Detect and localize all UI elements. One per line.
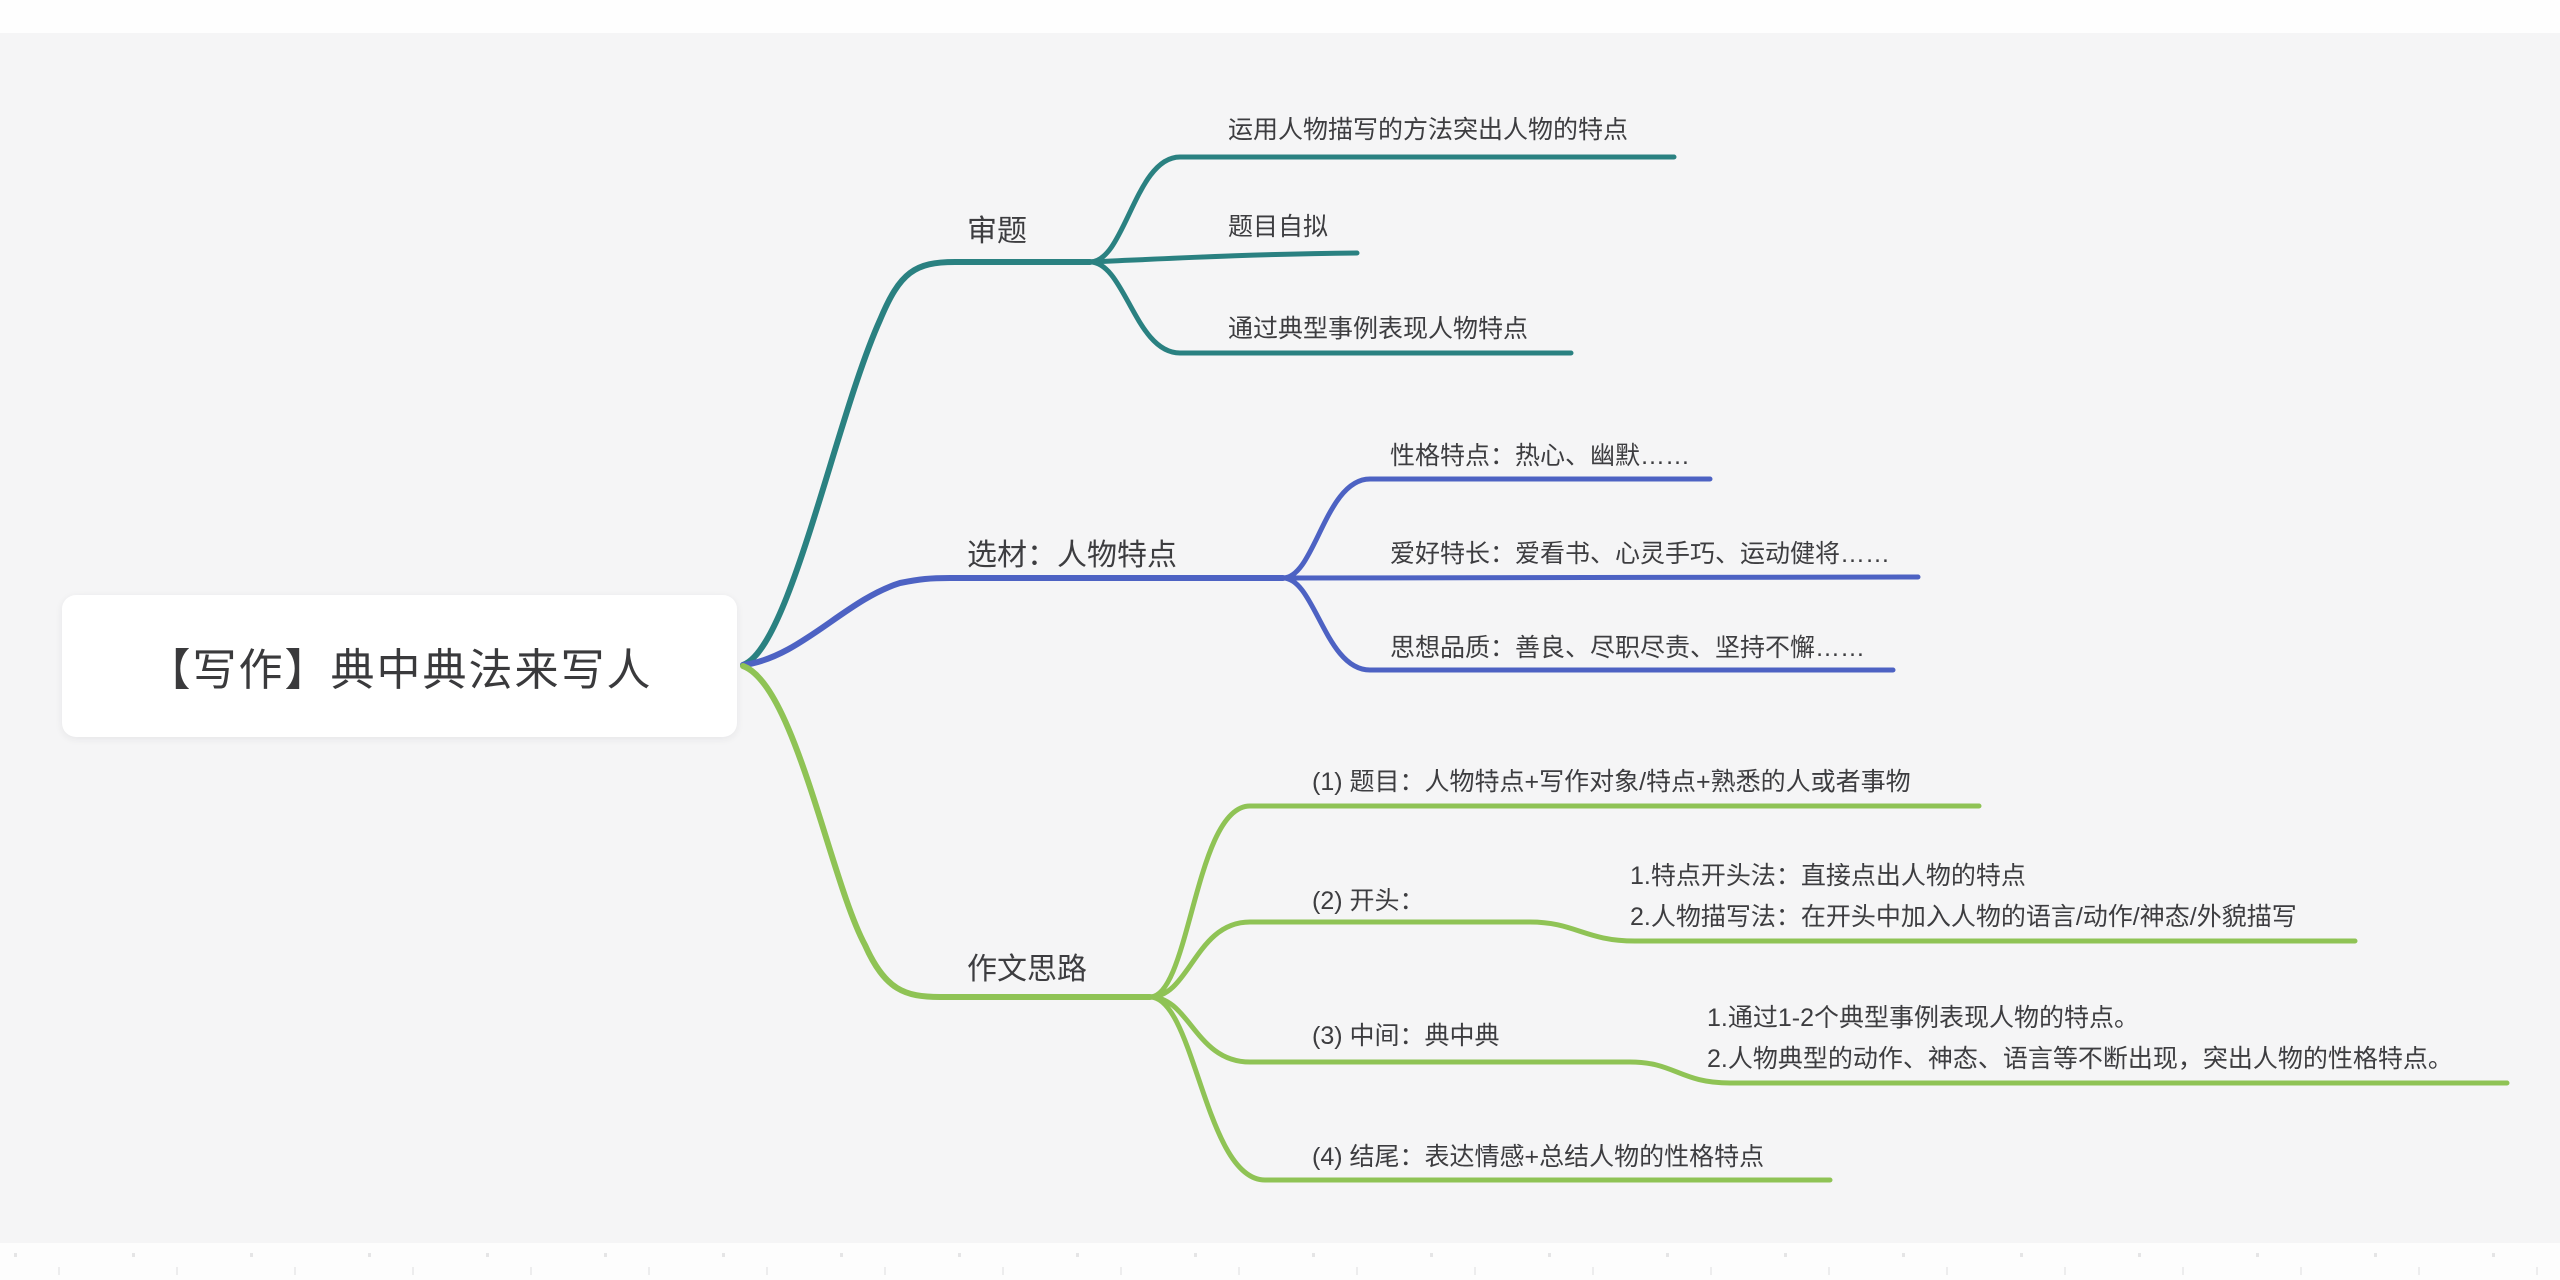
branch-silu-child-2[interactable]: (2) 开头： <box>1312 887 1425 915</box>
branch-silu-child-1[interactable]: (1) 题目：人物特点+写作对象/特点+熟悉的人或者事物 <box>1312 768 1911 796</box>
branch-silu-child-3[interactable]: (3) 中间：典中典 <box>1312 1022 1500 1050</box>
branch-shenti-child-3[interactable]: 通过典型事例表现人物特点 <box>1228 315 1529 343</box>
branch-xuancai-label[interactable]: 选材：人物特点 <box>967 539 1177 572</box>
cropped-text-marks <box>0 1253 2560 1275</box>
branch-xuancai-child-2[interactable]: 爱好特长：爱看书、心灵手巧、运动健将…… <box>1390 540 1891 568</box>
top-margin-band <box>0 0 2560 33</box>
connector-xuancai-c1 <box>1280 476 1713 581</box>
branch-xuancai-child-3[interactable]: 思想品质：善良、尽职尽责、坚持不懈…… <box>1390 634 1866 662</box>
branch-xuancai-child-1[interactable]: 性格特点：热心、幽默…… <box>1390 442 1691 470</box>
branch-silu-child-4[interactable]: (4) 结尾：表达情感+总结人物的性格特点 <box>1312 1143 1765 1171</box>
branch-shenti-label[interactable]: 审题 <box>967 215 1027 248</box>
branch-silu-child-2-note-2[interactable]: 2.人物描写法：在开头中加入人物的语言/动作/神态/外貌描写 <box>1630 903 2297 931</box>
connector-xuancai-main <box>740 575 1286 668</box>
bottom-margin-band <box>0 1243 2560 1280</box>
connector-shenti-c3 <box>1087 259 1574 356</box>
branch-silu-label[interactable]: 作文思路 <box>967 953 1087 986</box>
connector-silu-c4 <box>1147 994 1833 1183</box>
branch-silu-child-3-note-1[interactable]: 1.通过1-2个典型事例表现人物的特点。 <box>1707 1004 2139 1032</box>
branch-shenti-child-2[interactable]: 题目自拟 <box>1228 213 1329 241</box>
connector-silu-main <box>740 663 1153 1000</box>
branch-shenti-child-1[interactable]: 运用人物描写的方法突出人物的特点 <box>1228 116 1629 144</box>
connector-shenti-main <box>740 259 1093 668</box>
connector-xuancai-c3 <box>1280 575 1896 673</box>
root-node[interactable]: 【写作】典中典法来写人 <box>62 595 737 737</box>
branch-silu-child-3-note-2[interactable]: 2.人物典型的动作、神态、语言等不断出现，突出人物的性格特点。 <box>1707 1045 2453 1073</box>
connector-shenti-c1 <box>1087 154 1677 265</box>
connector-shenti-c2 <box>1087 250 1360 265</box>
connector-silu-c3 <box>1147 994 2510 1086</box>
connector-silu-c2 <box>1147 919 2358 1000</box>
connector-xuancai-c2 <box>1280 574 1921 581</box>
branch-silu-child-2-note-1[interactable]: 1.特点开头法：直接点出人物的特点 <box>1630 862 2026 890</box>
root-node-label: 【写作】典中典法来写人 <box>146 646 653 695</box>
connector-silu-c1 <box>1147 803 1982 1000</box>
